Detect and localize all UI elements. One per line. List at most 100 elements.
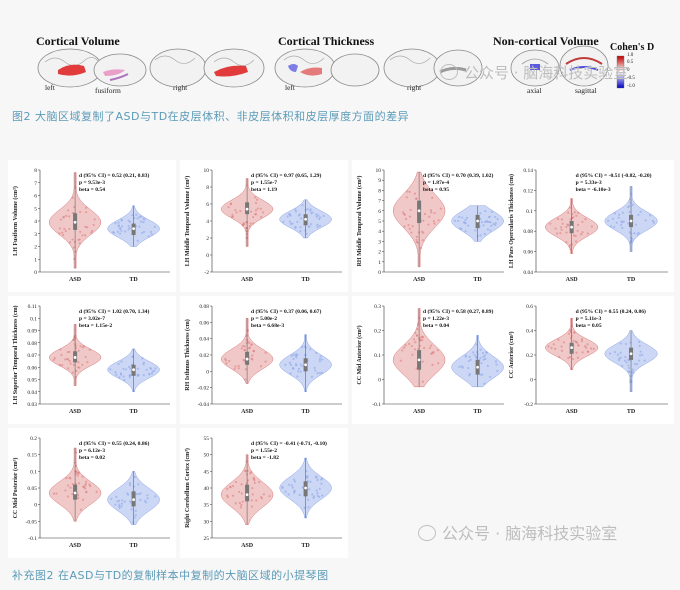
data-point xyxy=(318,360,322,363)
y-tick-label: 1 xyxy=(34,257,37,263)
data-point xyxy=(303,345,306,348)
data-point xyxy=(66,350,69,354)
data-point xyxy=(250,505,254,508)
data-point xyxy=(315,351,318,355)
data-point xyxy=(75,470,78,473)
data-point xyxy=(291,486,294,489)
data-point xyxy=(493,215,497,218)
data-point xyxy=(281,485,284,488)
data-point xyxy=(237,490,241,494)
data-point xyxy=(299,370,302,373)
data-point xyxy=(296,375,299,378)
data-point xyxy=(482,355,485,358)
data-point xyxy=(260,497,263,500)
data-point xyxy=(577,344,580,347)
data-point xyxy=(479,212,482,215)
data-point xyxy=(421,239,424,242)
y-tick-label: 0.15 xyxy=(27,453,37,459)
data-point xyxy=(258,481,261,484)
data-point xyxy=(72,246,76,249)
data-point xyxy=(69,486,72,489)
data-point xyxy=(416,241,419,244)
data-point xyxy=(433,212,436,215)
section-title-cortical-thickness: Cortical Thickness xyxy=(278,34,375,48)
data-point xyxy=(576,341,579,344)
category-label: TD xyxy=(301,543,310,549)
y-tick-label: 9 xyxy=(378,178,381,184)
data-point xyxy=(60,353,63,356)
data-point xyxy=(117,362,120,366)
data-point xyxy=(119,227,122,230)
data-point xyxy=(580,233,583,236)
data-point xyxy=(153,225,156,228)
data-point xyxy=(622,220,625,223)
data-point xyxy=(137,492,141,496)
y-axis-label: CC Anterior (cm³) xyxy=(508,331,515,378)
data-point xyxy=(240,483,243,486)
data-point xyxy=(154,495,157,498)
y-tick-label: 4 xyxy=(206,219,209,225)
data-point xyxy=(496,369,499,373)
data-point xyxy=(254,213,258,216)
data-point xyxy=(613,350,616,354)
data-point xyxy=(244,378,247,381)
data-point xyxy=(77,471,80,474)
data-point xyxy=(136,239,139,242)
stats-text: p = 1.87e-4 xyxy=(423,180,449,186)
data-point xyxy=(461,216,464,219)
data-point xyxy=(577,211,580,214)
median-marker xyxy=(304,217,307,221)
data-point xyxy=(299,363,302,366)
data-point xyxy=(224,357,227,361)
median-marker xyxy=(304,363,307,367)
data-point xyxy=(319,355,322,358)
data-point xyxy=(488,375,492,379)
data-point xyxy=(228,359,231,363)
category-label: ASD xyxy=(413,277,426,283)
data-point xyxy=(118,376,121,379)
data-point xyxy=(475,343,478,346)
data-point xyxy=(122,375,125,378)
data-point xyxy=(464,355,467,358)
data-point xyxy=(127,493,130,496)
data-point xyxy=(251,486,254,490)
data-point xyxy=(480,362,483,365)
data-point xyxy=(237,364,240,368)
data-point xyxy=(235,211,238,214)
data-point xyxy=(304,346,308,349)
data-point xyxy=(68,359,71,363)
stats-text: p = 1.22e-3 xyxy=(423,316,449,322)
data-point xyxy=(643,359,646,362)
y-tick-label: 0 xyxy=(530,378,533,384)
y-tick-label: 0.1 xyxy=(30,469,37,475)
y-tick-label: 0.04 xyxy=(523,270,533,276)
y-tick-label: 0.06 xyxy=(199,320,209,326)
y-tick-label: 0.2 xyxy=(374,329,381,335)
data-point xyxy=(234,209,237,212)
y-tick-label: 3 xyxy=(378,239,381,245)
y-tick-label: -2 xyxy=(204,270,209,276)
stats-text: d (95% CI) = 0.55 (0.24, 0.86) xyxy=(576,308,646,315)
stats-text: d (95% CI) = 0.37 (0.06, 0.67) xyxy=(251,308,321,315)
colorbar-tick: 0 xyxy=(627,68,630,73)
median-marker xyxy=(570,225,574,229)
data-point xyxy=(572,234,576,237)
median-marker xyxy=(132,368,135,372)
stats-text: p = 9.53e-3 xyxy=(79,180,105,186)
data-point xyxy=(84,206,88,209)
data-point xyxy=(486,220,489,223)
y-tick-label: 0 xyxy=(206,369,209,375)
data-point xyxy=(149,366,152,370)
median-marker xyxy=(304,486,307,490)
y-tick-label: 55 xyxy=(204,436,210,442)
y-tick-label: 0.4 xyxy=(526,329,533,335)
data-point xyxy=(253,481,257,484)
data-point xyxy=(122,367,125,371)
data-point xyxy=(467,224,470,227)
data-point xyxy=(139,215,143,218)
data-point xyxy=(250,210,253,213)
data-point xyxy=(71,238,74,241)
data-point xyxy=(479,356,482,359)
